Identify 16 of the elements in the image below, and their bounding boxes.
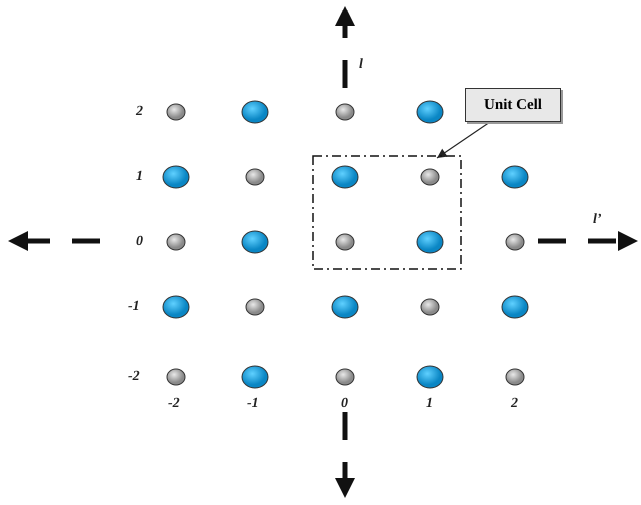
row-index: 1 xyxy=(136,170,143,184)
column-index: 0 xyxy=(341,397,348,411)
leader-line xyxy=(436,122,490,158)
column-index: -1 xyxy=(247,397,259,411)
box-label: Unit Cell xyxy=(483,96,543,114)
axis-label: l xyxy=(359,58,363,72)
column-index: 2 xyxy=(511,397,518,411)
column-index: -2 xyxy=(168,397,180,411)
row-index: -1 xyxy=(128,300,140,314)
unit-cell-outline xyxy=(312,155,462,270)
row-index: -2 xyxy=(128,370,140,384)
row-index: 2 xyxy=(136,105,143,119)
row-index: 0 xyxy=(136,235,143,249)
label-box xyxy=(465,88,561,122)
column-index: 1 xyxy=(426,397,433,411)
axis-label: l’ xyxy=(593,213,602,227)
